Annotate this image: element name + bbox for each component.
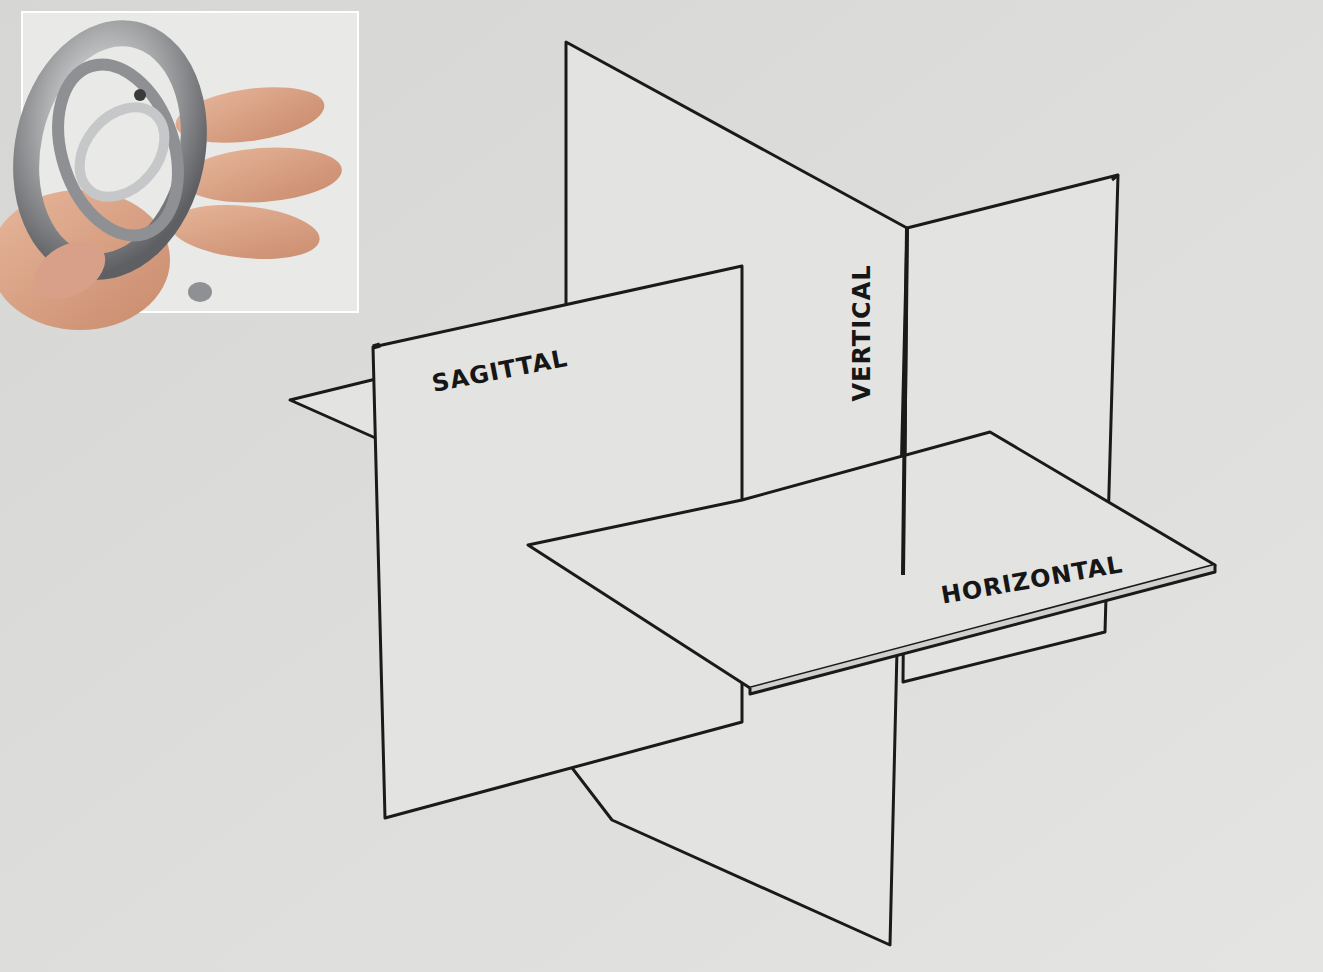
plane-edge <box>903 228 907 575</box>
horizontal-plane-back <box>290 378 380 440</box>
horizontal-plane <box>528 432 1215 688</box>
plane-label: SAGITTAL <box>430 346 570 396</box>
plane-edge <box>1112 175 1118 180</box>
plane-label: HORIZONTAL <box>939 552 1125 608</box>
plane-edge <box>373 345 380 347</box>
gyroscope-photo <box>0 12 358 330</box>
plane-label: VERTICAL <box>850 264 874 401</box>
planes <box>290 42 1215 945</box>
